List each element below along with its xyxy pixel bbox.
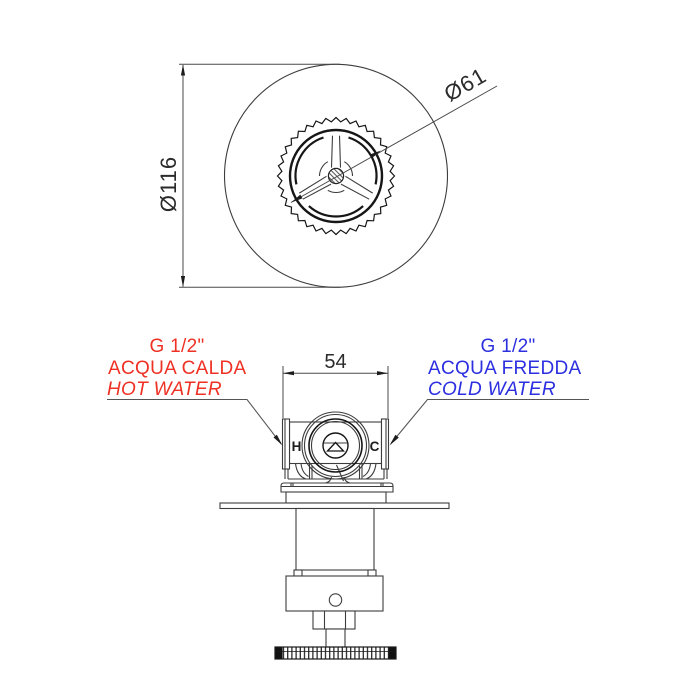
base-plate-detail (281, 483, 393, 488)
flange-hole (328, 593, 343, 607)
handle-hub (327, 167, 345, 185)
knurled-adjuster-end-right (388, 647, 396, 659)
arrowhead (180, 276, 186, 288)
cold-inlet-cap (380, 418, 390, 470)
extension-lines (179, 63, 340, 288)
wall-plate-section (219, 502, 450, 510)
cartridge-circle-2 (303, 413, 368, 478)
hex-nut (312, 610, 356, 630)
cold-label-italian: ACQUA FREDDA (428, 358, 582, 379)
leader-line (290, 85, 498, 203)
arrowhead (283, 371, 294, 376)
plate-diameter-text: Ø116 (156, 156, 181, 212)
hot-water-label: G 1/2" ACQUA CALDA HOT WATER (107, 336, 283, 446)
hot-label-english: HOT WATER (107, 379, 222, 400)
arrowhead (369, 150, 381, 159)
hot-label-italian: ACQUA CALDA (108, 358, 246, 379)
body-width-text: 54 (324, 351, 346, 373)
handle-rim (288, 128, 384, 224)
cold-label-english: COLD WATER (428, 379, 556, 400)
extension-lines (282, 366, 389, 418)
knurled-adjuster-end-left (275, 647, 283, 659)
hot-port-letter: H (292, 439, 302, 454)
cold-thread-size: G 1/2" (480, 336, 535, 357)
hot-inlet-cap (281, 418, 291, 470)
cold-leader-line (390, 398, 589, 444)
hot-leader-arrowhead (273, 434, 283, 446)
handle-spokes (299, 135, 373, 200)
cartridge-outer-circle (301, 411, 370, 480)
dimension-plate-diameter: Ø116 (156, 63, 340, 288)
cartridge-circle-4 (310, 420, 361, 471)
cold-leader-arrowhead (389, 434, 399, 446)
front-view: Ø116 Ø61 (156, 63, 498, 288)
cylinder-foot-right (367, 569, 377, 577)
cold-water-label: G 1/2" ACQUA FREDDA COLD WATER (389, 336, 589, 446)
handle-petal-arcs (318, 161, 354, 194)
cold-port-letter: C (370, 439, 380, 454)
knurled-adjuster (274, 646, 397, 660)
knurled-handle-ring (276, 116, 396, 236)
hot-thread-size: G 1/2" (149, 336, 204, 357)
dimension-body-width: 54 (282, 351, 389, 418)
arrowhead (291, 194, 303, 203)
mounting-ribs (284, 463, 388, 484)
valve-cylinder (295, 507, 375, 571)
arrowhead (377, 371, 388, 376)
hex-nut-facets (323, 611, 347, 629)
base-plate-upper (280, 482, 394, 493)
spindle-indicator-triangle (325, 441, 346, 452)
handle-diameter-text: Ø61 (440, 63, 491, 107)
spindle-circle (322, 432, 349, 459)
cartridge-circle-3 (308, 418, 363, 473)
cylinder-foot-left (293, 569, 303, 577)
arrowhead (180, 64, 186, 76)
spindle-stem (325, 628, 346, 648)
hot-leader-line (107, 398, 282, 445)
base-plate-lower (285, 491, 387, 504)
section-view: H C 54 (219, 351, 450, 660)
